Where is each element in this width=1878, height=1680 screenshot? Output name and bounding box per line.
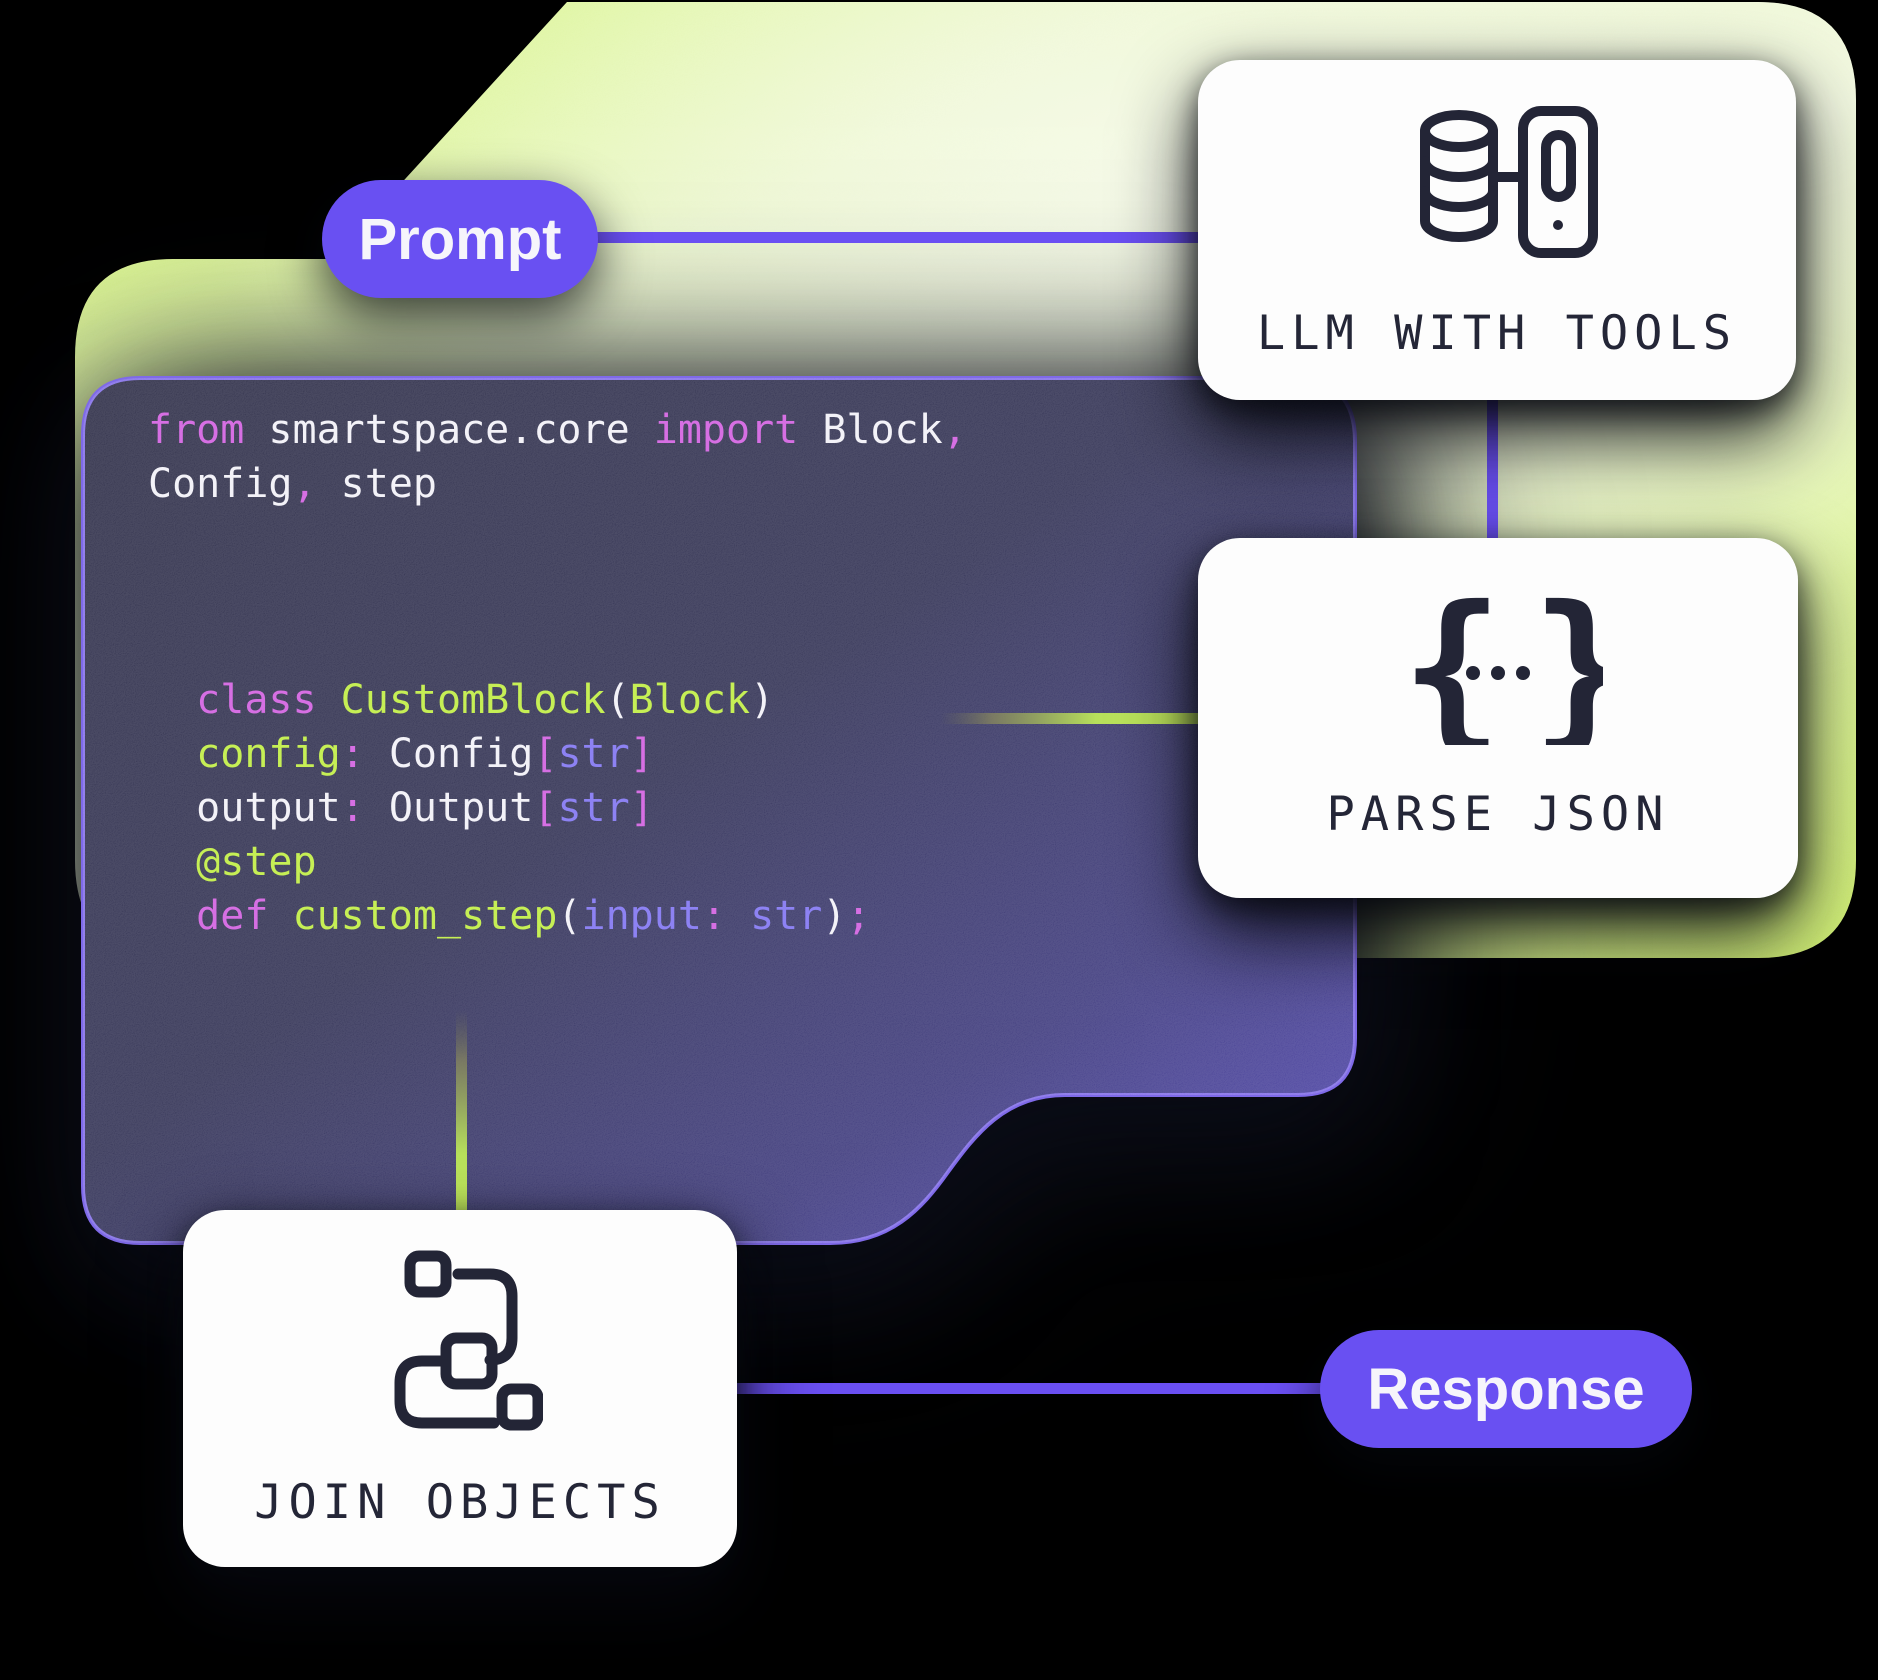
code-token: , — [942, 407, 967, 453]
node-parse-json: { } PARSE JSON — [1198, 538, 1798, 898]
join-objects-icon — [378, 1248, 543, 1433]
panel-to-parse-connector — [940, 713, 1200, 724]
code-token: [ — [533, 731, 558, 777]
code-token: [ — [533, 785, 558, 831]
code-token: : — [701, 893, 727, 939]
node-label: PARSE JSON — [1326, 786, 1670, 842]
node-join-objects: JOIN OBJECTS — [183, 1210, 737, 1567]
database-phone-icon — [1395, 99, 1600, 264]
code-line: Config, step — [148, 457, 967, 511]
code-token — [148, 785, 196, 831]
prompt-pill: Prompt — [322, 180, 598, 298]
code-line — [148, 511, 967, 565]
code-token: Config — [148, 461, 293, 507]
node-label: JOIN OBJECTS — [254, 1474, 666, 1530]
code-line — [148, 619, 967, 673]
code-token: : — [340, 731, 365, 777]
code-token: str — [726, 893, 823, 939]
code-token: str — [557, 731, 630, 777]
code-token: input — [581, 893, 702, 939]
code-token: str — [557, 785, 630, 831]
json-braces-icon: { } — [1393, 595, 1603, 745]
node-llm-with-tools: LLM WITH TOOLS — [1198, 60, 1796, 400]
code-token: ) — [750, 677, 775, 723]
node-label: LLM WITH TOOLS — [1256, 306, 1738, 361]
llm-to-parse-connector — [1487, 395, 1498, 543]
code-token: Config — [364, 731, 534, 777]
svg-text:{: { — [1401, 595, 1503, 745]
code-line: config: Config[str] — [148, 727, 967, 781]
join-to-response-connector — [732, 1383, 1342, 1394]
code-token: def — [196, 893, 293, 939]
code-line: output: Output[str] — [148, 781, 967, 835]
response-pill-label: Response — [1367, 1356, 1645, 1422]
code-token: ( — [605, 677, 630, 723]
code-token: ] — [629, 731, 654, 777]
code-line — [148, 565, 967, 619]
code-token: config — [196, 731, 341, 777]
code-snippet: from smartspace.core import Block,Config… — [148, 403, 967, 943]
code-token — [148, 839, 196, 885]
code-token: import — [653, 407, 823, 453]
code-token: ) — [822, 893, 847, 939]
code-token: CustomBlock — [340, 677, 606, 723]
code-token: Block — [822, 407, 943, 453]
svg-text:}: } — [1531, 595, 1603, 745]
code-token — [148, 731, 196, 777]
code-token: output — [196, 785, 341, 831]
code-token: step — [316, 461, 438, 507]
code-token: smartspace.core — [268, 407, 654, 453]
prompt-to-llm-connector — [540, 232, 1200, 243]
code-token: ] — [629, 785, 654, 831]
code-token: , — [292, 461, 317, 507]
code-token: Output — [364, 785, 534, 831]
code-token: Block — [629, 677, 751, 723]
code-token — [148, 893, 196, 939]
code-token: : — [340, 785, 365, 831]
code-line: class CustomBlock(Block) — [148, 673, 967, 727]
code-token: from — [148, 407, 269, 453]
code-token: ; — [846, 893, 871, 939]
response-pill: Response — [1320, 1330, 1692, 1448]
panel-to-join-connector — [456, 1010, 467, 1215]
code-token — [148, 677, 196, 723]
prompt-pill-label: Prompt — [358, 206, 562, 272]
code-token: custom_step — [292, 893, 558, 939]
code-token: class — [196, 677, 341, 723]
code-line: def custom_step(input: str); — [148, 889, 967, 943]
code-line: @step — [148, 835, 967, 889]
code-line: from smartspace.core import Block, — [148, 403, 967, 457]
code-token: ( — [557, 893, 582, 939]
code-token: @step — [196, 839, 317, 885]
